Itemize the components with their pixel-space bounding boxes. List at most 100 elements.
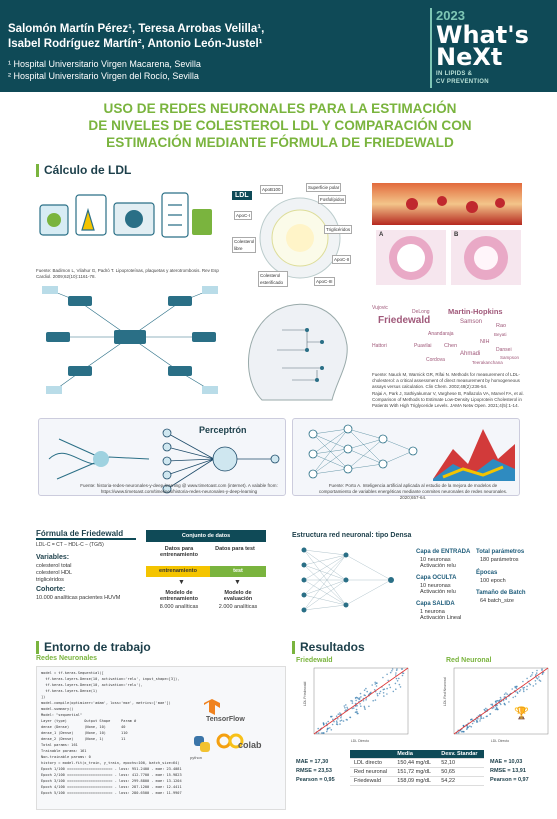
ldl-particle-diagram: LDL ApoB100 Superficie polar Fosfolípido…	[232, 183, 362, 288]
scatter-point	[362, 700, 365, 702]
scatter-point	[489, 713, 491, 715]
ldl-part-apoc1: ApoC-I	[234, 211, 253, 220]
scatter-point	[500, 698, 502, 700]
scatter-point	[386, 687, 388, 690]
scatter-point	[500, 703, 502, 706]
authors-line-1: Salomón Martín Pérez¹, Teresa Arrobas Ve…	[8, 23, 265, 35]
entorno-subheading: Redes Neuronales	[36, 655, 98, 662]
scatter-point	[522, 689, 525, 691]
code-line: dense_2 (Dense) (None, 1) 11	[41, 737, 126, 741]
cell-media: 150,44 mg/dL	[393, 758, 438, 768]
poster-title: USO DE REDES NEURONALES PARA LA ESTIMACI…	[30, 100, 530, 151]
scatter-point	[395, 672, 397, 674]
scatter-point	[526, 677, 528, 680]
code-line: model.compile(optimizer='adam', loss='ms…	[41, 701, 171, 705]
code-line: Epoch 4/100 ===================== - loss…	[41, 785, 182, 789]
affiliation-2: ² Hospital Universitario Virgen del Rocí…	[8, 71, 199, 81]
code-line: history = model.fit(x_train, y_train, ep…	[41, 761, 180, 765]
scatter-point	[332, 718, 334, 721]
scatter-point	[322, 732, 324, 734]
code-line: Trainable params: 161	[41, 749, 87, 753]
scatter-point	[490, 703, 492, 706]
th-blank	[350, 750, 394, 759]
metric-f-pearson: Pearson = 0,95	[296, 777, 335, 783]
scatter-point	[370, 691, 372, 694]
scatter-point	[522, 680, 524, 683]
var-tg: triglicéridos	[36, 577, 64, 583]
scatter-point	[331, 723, 334, 726]
scatter-point	[350, 699, 352, 702]
scatter-point	[340, 719, 343, 722]
perceptron-panel: Perceptrón Fuente: historia-redes-neuron…	[38, 418, 286, 496]
scatter-point	[529, 675, 532, 678]
dataset-header: Conjunto de datos	[146, 530, 266, 542]
word-friedewald: Friedewald	[378, 315, 431, 326]
results-table: Media Desv. Standar LDL directo 150,44 m…	[350, 750, 484, 786]
table-row: Friedewald 158,09 mg/dL 54,22	[350, 776, 484, 786]
ldl-part-superficie: Superficie polar	[306, 183, 342, 192]
epocas-label: Épocas	[476, 570, 498, 576]
scatter-point	[317, 732, 320, 734]
badge-year: 2023	[436, 8, 465, 23]
scatter-point	[541, 668, 543, 670]
scatter-point	[462, 730, 464, 733]
panel-a-label: A	[379, 232, 384, 238]
scatter-point	[467, 726, 469, 728]
results-table-header: Media Desv. Standar	[350, 750, 484, 759]
word-vujovic: Vujovic	[372, 305, 388, 311]
code-line: Epoch 3/100 ===================== - loss…	[41, 779, 182, 783]
scatter-point	[491, 707, 493, 710]
scatter-point	[514, 686, 517, 689]
panel-b-label: B	[454, 232, 459, 238]
scatter-point	[351, 700, 354, 702]
word-martin-hopkins: Martin-Hopkins	[448, 307, 503, 316]
scatter-point	[395, 688, 397, 690]
scatter-point	[359, 692, 362, 695]
scatter-point	[323, 732, 325, 734]
congress-logo: 2023 What's NeXt IN LIPIDS & CV PREVENTI…	[430, 8, 548, 88]
scatter-point	[495, 701, 497, 704]
scatter-point	[375, 685, 378, 687]
scatter-point	[349, 716, 351, 719]
badge-line-2: NeXt	[436, 43, 503, 71]
section-bar	[36, 641, 39, 655]
word-nih: NIH	[480, 339, 490, 345]
scatter-point	[486, 715, 488, 718]
scatter-point	[485, 707, 487, 710]
word-cordova: Cordova	[426, 357, 445, 363]
scatter-point	[506, 693, 508, 695]
scatter-point	[354, 697, 357, 699]
scatter-point	[398, 683, 401, 686]
section-bar	[292, 641, 295, 655]
section-resultados-heading: Resultados	[292, 640, 365, 655]
scatter-point	[345, 704, 347, 706]
scatter-point	[531, 671, 534, 674]
scatter-point	[365, 699, 367, 701]
scatter-point	[398, 677, 400, 680]
scatter-point	[382, 688, 385, 691]
scatter-point	[535, 672, 538, 674]
scatter-point	[365, 687, 367, 690]
artery-image	[372, 183, 522, 225]
ldl-part-fosfolipidos: Fosfolípidos	[318, 195, 347, 204]
scatter-point	[323, 723, 325, 725]
word-cloud: Friedewald Martin-Hopkins Samson Vujovic…	[368, 297, 538, 369]
scatter-point	[333, 720, 335, 723]
word-delong: DeLong	[412, 309, 430, 315]
scatter-point	[352, 707, 355, 709]
source-badimon: Fuente: Badimon L, Vilahur G, Padró T. L…	[36, 268, 219, 279]
scatter-point	[363, 705, 366, 708]
scatter-point	[470, 726, 473, 728]
scatter-point	[351, 702, 354, 704]
arrow-down-icon: ▼	[234, 579, 241, 586]
scatter-point	[330, 729, 333, 731]
python-logo	[192, 734, 212, 754]
code-line: Total params: 161	[41, 743, 78, 747]
scatter-point	[360, 705, 362, 707]
train-data-label: Datos para entrenamiento	[160, 546, 198, 558]
word-chen: Chen	[444, 343, 458, 349]
scatter-point	[535, 674, 537, 676]
arrow-down-icon: ▼	[178, 579, 185, 586]
test-bar: test	[210, 566, 266, 577]
scatter-point	[336, 721, 338, 724]
